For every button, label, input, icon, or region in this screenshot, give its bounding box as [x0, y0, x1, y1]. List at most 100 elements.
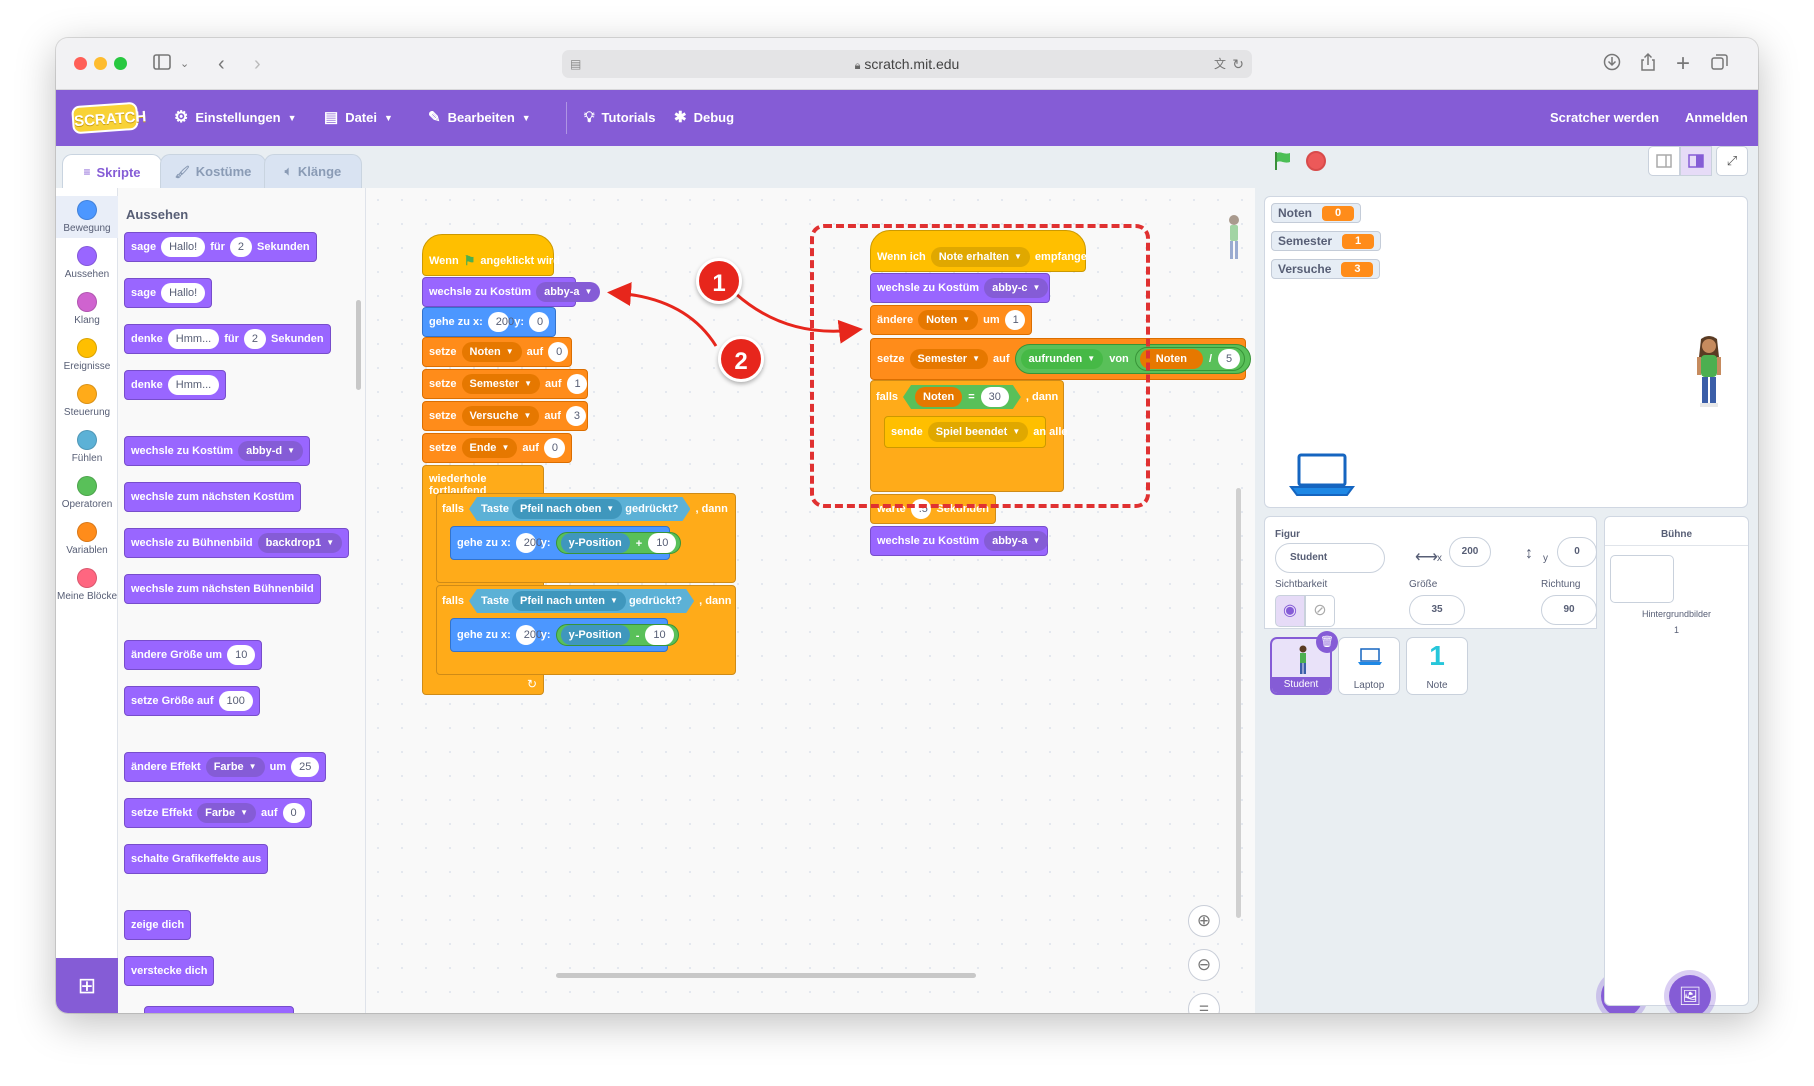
set-variable-block[interactable]: setze Noten▼ auf 0	[422, 337, 572, 367]
variable-dropdown[interactable]: Noten▼	[461, 342, 522, 362]
value-input[interactable]: 0	[543, 438, 565, 458]
broadcast-block[interactable]: sende Spiel beendet▼ an alle	[884, 416, 1068, 448]
palette-block-partial[interactable]	[144, 1006, 294, 1013]
variable-dropdown[interactable]: Noten▼	[918, 310, 979, 330]
fullscreen-button[interactable]: ⤢	[1716, 146, 1748, 176]
category-events[interactable]: Ereignisse	[56, 334, 118, 372]
variable-dropdown[interactable]: Versuche▼	[461, 406, 540, 426]
new-tab-icon[interactable]: +	[1676, 50, 1691, 77]
equals-operator[interactable]: Noten = 30	[903, 385, 1021, 409]
value-input[interactable]: 3	[565, 406, 586, 426]
value-input[interactable]: 10	[648, 533, 677, 553]
zoom-window-button[interactable]	[114, 57, 127, 70]
value-input[interactable]: 1	[1004, 310, 1025, 330]
tab-overview-icon[interactable]	[1710, 52, 1730, 72]
small-stage-button[interactable]	[1648, 146, 1680, 176]
costume-dropdown[interactable]: abby-c▼	[984, 278, 1049, 298]
round-operator[interactable]: aufrunden▼ von Noten / 5	[1014, 344, 1252, 374]
file-menu[interactable]: ▤ Datei ▼	[324, 90, 393, 146]
switch-costume-block[interactable]: wechsle zu Kostüm abby-a▼	[870, 526, 1049, 556]
zoom-in-button[interactable]: ⊕	[1188, 905, 1220, 937]
category-looks[interactable]: Aussehen	[56, 242, 118, 280]
add-extension-button[interactable]: ⊞	[56, 958, 118, 1013]
x-input[interactable]: 200	[515, 625, 542, 645]
costume-dropdown[interactable]: abby-a▼	[536, 282, 601, 302]
palette-block-set-effect[interactable]: setze Effekt Farbe▼ auf 0	[124, 798, 312, 828]
y-position-reporter[interactable]: y-Position	[560, 625, 630, 645]
show-sprite-button[interactable]: ◉	[1275, 595, 1305, 627]
laptop-sprite[interactable]	[1289, 453, 1355, 497]
y-input[interactable]: 0	[1557, 537, 1597, 567]
variable-dropdown[interactable]: Semester▼	[461, 374, 540, 394]
key-dropdown[interactable]: Pfeil nach unten▼	[512, 591, 626, 611]
block-input[interactable]: Hmm...	[167, 329, 220, 349]
y-input[interactable]: 0	[529, 312, 549, 332]
variable-dropdown[interactable]: Semester▼	[909, 349, 988, 369]
sprite-name-input[interactable]: Student	[1275, 543, 1385, 573]
block-input[interactable]: Hallo!	[161, 283, 206, 303]
message-dropdown[interactable]: Note erhalten▼	[930, 247, 1030, 267]
divide-operator[interactable]: Noten / 5	[1134, 347, 1246, 371]
edit-menu[interactable]: ✎ Bearbeiten ▼	[428, 90, 531, 146]
palette-block-think-for-secs[interactable]: denke Hmm... für 2 Sekunden	[124, 324, 331, 354]
costume-dropdown[interactable]: abby-d▼	[238, 441, 304, 461]
size-input[interactable]: 35	[1409, 595, 1465, 625]
scripts-vertical-scrollbar[interactable]	[1236, 488, 1241, 918]
switch-costume-block[interactable]: wechsle zu Kostüm abby-a▼	[422, 277, 601, 307]
palette-block-next-costume[interactable]: wechsle zum nächsten Kostüm	[124, 482, 302, 512]
noten-reporter[interactable]: Noten	[915, 387, 962, 407]
translate-icon[interactable]: 文	[1213, 57, 1226, 71]
back-icon[interactable]: ‹	[218, 53, 225, 75]
share-icon[interactable]	[1638, 52, 1658, 72]
category-sound[interactable]: Klang	[56, 288, 118, 326]
value-input[interactable]: 10	[645, 625, 674, 645]
download-icon[interactable]	[1602, 52, 1622, 72]
noten-reporter[interactable]: Noten	[1139, 349, 1203, 369]
effect-dropdown[interactable]: Farbe▼	[197, 803, 257, 823]
math-function-dropdown[interactable]: aufrunden▼	[1020, 349, 1104, 369]
value-input[interactable]: 0	[548, 342, 569, 362]
forward-icon[interactable]: ›	[254, 53, 261, 75]
debug-menu[interactable]: ✱ Debug	[674, 90, 734, 146]
sprite-tile-note[interactable]: 1 Note	[1406, 637, 1468, 695]
palette-block-change-effect[interactable]: ändere Effekt Farbe▼ um 25	[124, 752, 327, 782]
reload-icon[interactable]: ↻	[1232, 56, 1244, 72]
sprite-tile-student[interactable]: Student 🗑︎	[1270, 631, 1338, 695]
value-input[interactable]: 5	[1218, 349, 1241, 369]
block-input[interactable]: 100	[218, 691, 253, 711]
tab-sounds[interactable]: 🔈︎ Klänge	[264, 154, 362, 188]
tab-costumes[interactable]: 🖌︎ Kostüme	[160, 154, 266, 188]
tutorials-menu[interactable]: 💡︎ Tutorials	[584, 90, 655, 146]
variable-dropdown[interactable]: Ende▼	[461, 438, 518, 458]
block-input[interactable]: Hmm...	[167, 375, 220, 395]
x-input[interactable]: 200	[487, 312, 514, 332]
when-receive-block[interactable]: Wenn ich Note erhalten▼ empfange	[870, 230, 1087, 272]
palette-block-hide[interactable]: verstecke dich	[124, 956, 215, 986]
sprite-tile-laptop[interactable]: Laptop	[1338, 637, 1400, 695]
stage[interactable]: Noten 0 Semester 1 Versuche 3	[1264, 196, 1748, 508]
category-my-blocks[interactable]: Meine Blöcke	[56, 564, 118, 602]
palette-scrollbar[interactable]	[356, 300, 361, 390]
stage-panel[interactable]: Bühne Hintergrundbilder 1	[1604, 516, 1749, 1006]
block-input[interactable]: 10	[227, 645, 256, 665]
minimize-window-button[interactable]	[94, 57, 107, 70]
key-pressed-boolean[interactable]: Taste Pfeil nach unten▼ gedrückt?	[469, 589, 694, 613]
palette-block-set-size[interactable]: setze Größe auf 100	[124, 686, 260, 716]
goto-xy-block[interactable]: gehe zu x: 200 y: y-Position - 10	[450, 618, 679, 652]
palette-block-show[interactable]: zeige dich	[124, 910, 192, 940]
palette-block-switch-costume[interactable]: wechsle zu Kostüm abby-d▼	[124, 436, 311, 466]
backdrop-dropdown[interactable]: backdrop1▼	[257, 533, 343, 553]
block-input[interactable]: 2	[243, 329, 267, 349]
set-variable-block[interactable]: setze Semester▼ auf aufrunden▼ von Noten…	[870, 338, 1252, 380]
sign-in-link[interactable]: Anmelden	[1685, 110, 1748, 125]
switch-costume-block[interactable]: wechsle zu Kostüm abby-c▼	[870, 273, 1050, 303]
costume-dropdown[interactable]: abby-a▼	[984, 531, 1049, 551]
when-flag-clicked-block[interactable]: Wenn ⚑ angeklickt wird	[422, 234, 560, 276]
subtract-operator[interactable]: y-Position - 10	[555, 624, 679, 646]
tab-code[interactable]: ≡ Skripte	[62, 154, 162, 189]
scripts-area[interactable]: Wenn ⚑ angeklickt wird wechsle zu Kostüm…	[366, 188, 1255, 1013]
x-input[interactable]: 200	[515, 533, 542, 553]
block-input[interactable]: 0	[282, 803, 305, 823]
key-dropdown[interactable]: Pfeil nach oben▼	[512, 499, 622, 519]
hide-sprite-button[interactable]: ⊘	[1305, 595, 1335, 627]
